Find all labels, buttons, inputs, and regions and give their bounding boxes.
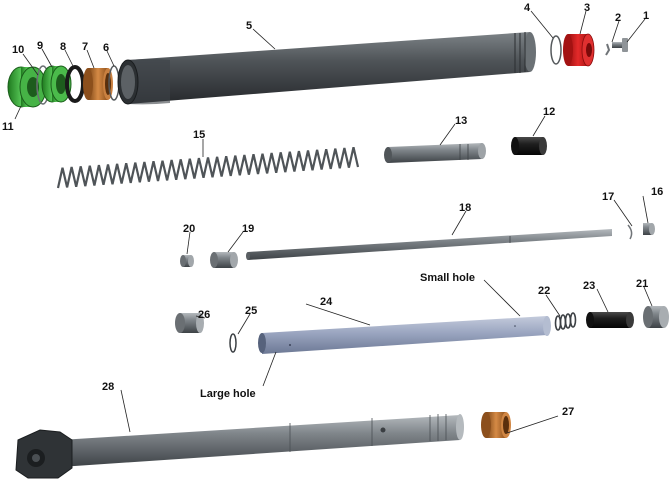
part-13-cartridge bbox=[384, 143, 486, 163]
callout-21: 21 bbox=[636, 278, 648, 290]
part-20-cap bbox=[180, 255, 194, 267]
callout-22: 22 bbox=[538, 285, 550, 297]
part-27-bronze-bushing bbox=[481, 412, 511, 438]
callout-27: 27 bbox=[562, 406, 574, 418]
callout-numbers: 1 2 3 4 5 6 7 8 9 10 11 12 13 15 16 17 1… bbox=[2, 2, 663, 418]
callout-17: 17 bbox=[602, 191, 614, 203]
part-11-green-nut bbox=[7, 66, 47, 108]
part-5-outer-tube bbox=[117, 32, 536, 105]
callout-13: 13 bbox=[455, 115, 467, 127]
part-16-nut bbox=[643, 223, 655, 235]
callout-9: 9 bbox=[37, 40, 43, 52]
part-19-piston bbox=[210, 252, 238, 268]
part-12-black-cylinder bbox=[511, 137, 547, 155]
label-small-hole: Small hole bbox=[420, 272, 475, 284]
part-17-clip bbox=[627, 224, 633, 240]
callout-19: 19 bbox=[242, 223, 254, 235]
part-22-small-spring bbox=[554, 312, 577, 331]
part-18-damper-rod bbox=[246, 229, 612, 260]
callout-1: 1 bbox=[643, 10, 649, 22]
part-28-lower-leg bbox=[15, 414, 464, 479]
part-24-blue-tube bbox=[258, 316, 551, 354]
part-1-bolt bbox=[612, 38, 628, 52]
part-9-green-nut bbox=[41, 65, 72, 103]
callout-26: 26 bbox=[198, 309, 210, 321]
leader-lines bbox=[14, 10, 653, 434]
part-3-red-cap bbox=[563, 33, 595, 67]
callout-12: 12 bbox=[543, 106, 555, 118]
callout-25: 25 bbox=[245, 305, 257, 317]
part-2-clip bbox=[605, 43, 611, 56]
part-15-spring bbox=[56, 147, 360, 189]
callout-15: 15 bbox=[193, 129, 205, 141]
part-26-bushing bbox=[175, 313, 204, 333]
callout-5: 5 bbox=[246, 20, 252, 32]
label-large-hole: Large hole bbox=[200, 388, 256, 400]
callout-20: 20 bbox=[183, 223, 195, 235]
callout-8: 8 bbox=[60, 41, 66, 53]
callout-3: 3 bbox=[584, 2, 590, 14]
callout-4: 4 bbox=[524, 2, 531, 14]
callout-2: 2 bbox=[615, 12, 621, 24]
callout-16: 16 bbox=[651, 186, 663, 198]
part-21-cap bbox=[643, 306, 669, 328]
callout-24: 24 bbox=[320, 296, 333, 308]
part-25-ring bbox=[229, 333, 237, 353]
callout-7: 7 bbox=[82, 41, 88, 53]
part-4-ring bbox=[550, 35, 562, 65]
callout-6: 6 bbox=[103, 42, 109, 54]
callout-11: 11 bbox=[2, 121, 14, 133]
callout-23: 23 bbox=[583, 280, 595, 292]
part-23-black-cylinder bbox=[586, 312, 634, 328]
callout-28: 28 bbox=[102, 381, 114, 393]
callout-10: 10 bbox=[12, 44, 24, 56]
callout-18: 18 bbox=[459, 202, 471, 214]
